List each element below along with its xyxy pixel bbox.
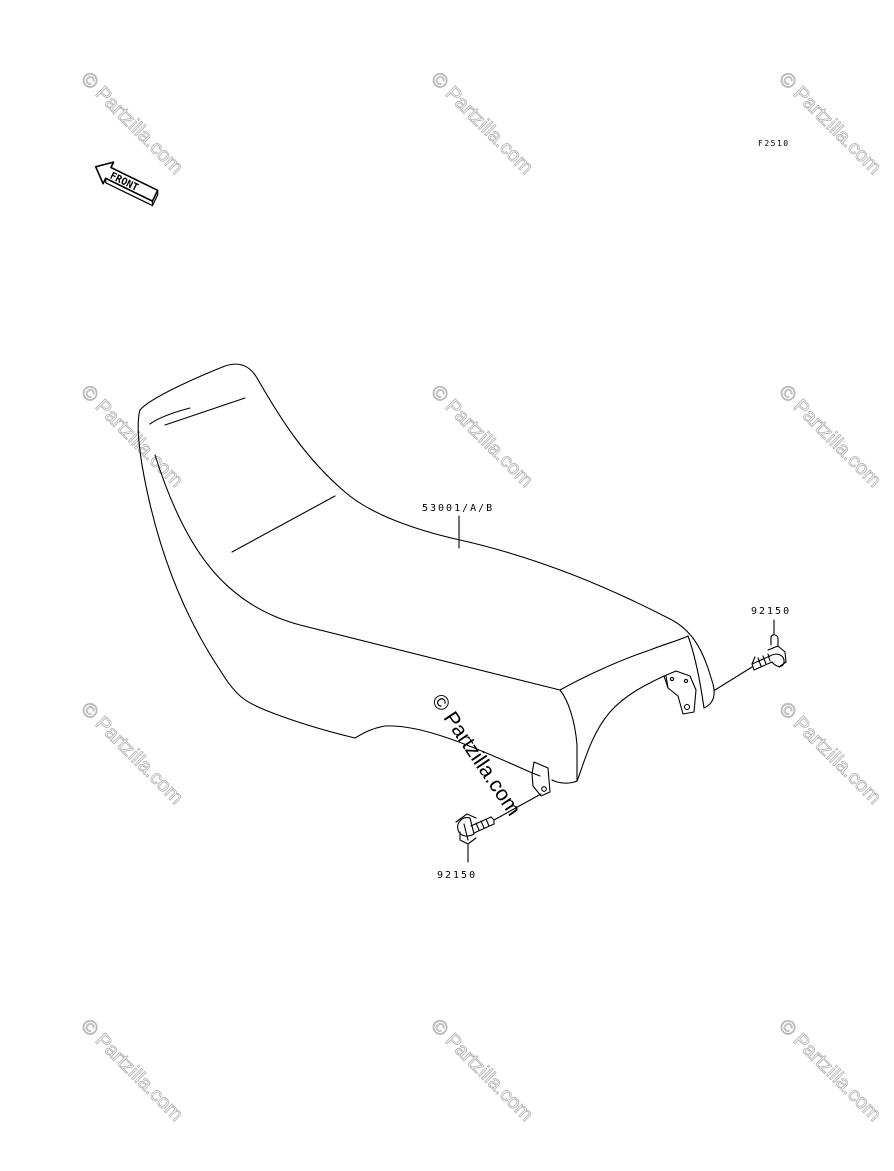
seat-rear-corner	[551, 689, 578, 784]
watermark: © Partzilla.com	[76, 68, 187, 179]
leader-line-bolt-left	[493, 793, 542, 821]
watermark: © Partzilla.com	[426, 68, 537, 179]
leader-line-bolt-right	[714, 666, 753, 691]
seat-stitch-line-front	[164, 397, 246, 426]
seat-side-edge	[154, 454, 561, 691]
front-bracket	[531, 761, 551, 797]
watermark: © Partzilla.com	[76, 1015, 187, 1126]
part-label-seat: 53001/A/B	[422, 503, 494, 514]
rear-bracket	[663, 670, 697, 715]
watermark: © Partzilla.com	[774, 698, 885, 809]
part-label-bolt-right: 92150	[751, 606, 791, 617]
watermark: © Partzilla.com	[774, 381, 885, 492]
watermark: © Partzilla.com	[426, 381, 537, 492]
seat-rear-lip	[559, 635, 689, 691]
seat-rear-underside	[576, 675, 665, 782]
bolt-right	[751, 634, 787, 671]
bolt-left	[455, 813, 495, 845]
watermark: © Partzilla.com	[426, 1015, 537, 1126]
figure-code: F2510	[758, 139, 790, 148]
seat-stitch-line-mid	[231, 495, 336, 553]
seat-outline	[139, 363, 715, 709]
seat-front-face	[137, 409, 541, 777]
watermark: © Partzilla.com	[76, 381, 187, 492]
seat-front-edge	[149, 407, 191, 425]
watermark: © Partzilla.com	[774, 68, 885, 179]
front-arrow-icon: FRONT	[94, 161, 159, 207]
watermark: © Partzilla.com	[774, 1015, 885, 1126]
watermark-center: © Partzilla.com	[427, 690, 525, 820]
watermark-group: © Partzilla.com © Partzilla.com © Partzi…	[76, 68, 886, 1127]
seat-rear-face	[687, 635, 705, 709]
watermark: © Partzilla.com	[76, 698, 187, 809]
part-label-bolt-left: 92150	[437, 870, 477, 881]
seat-illustration	[137, 363, 715, 797]
